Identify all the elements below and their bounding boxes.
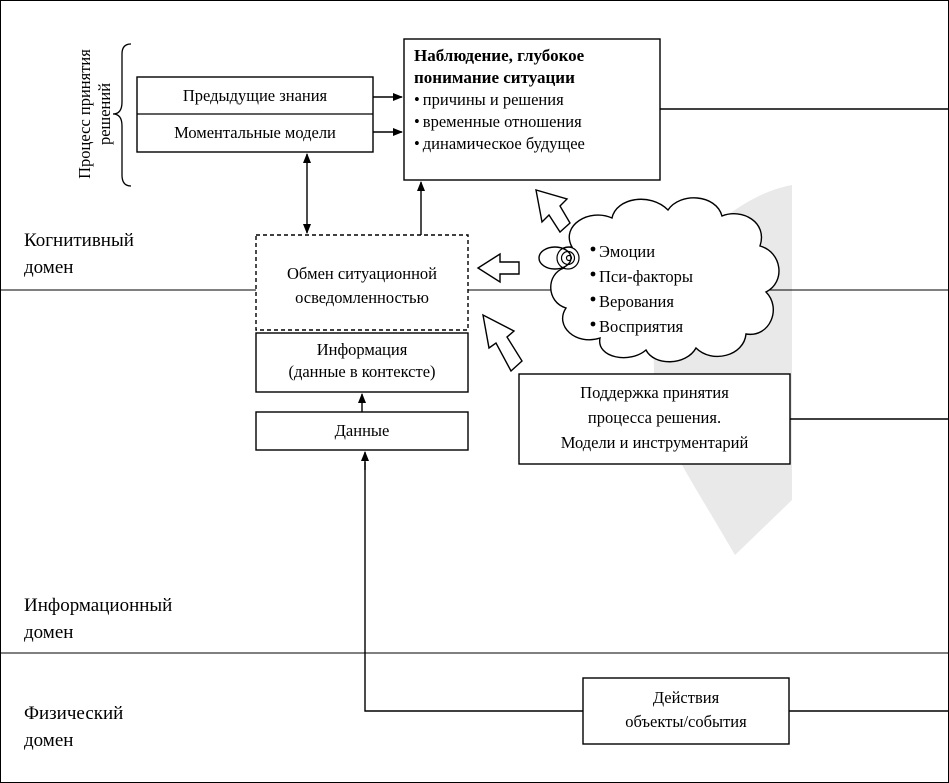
sa-exchange-label: Обмен ситуационной осведомленностью [286, 264, 438, 307]
cloud-item-psi-factors: Пси-факторы [599, 267, 693, 286]
data-label: Данные [334, 421, 390, 440]
physical-domain-label: Физический домен [24, 703, 124, 751]
actions-label: Действия объекты/события [625, 688, 747, 731]
actions-box [582, 677, 790, 745]
decision-support-label: Поддержка принятия процесса решения. Мод… [560, 383, 749, 452]
information-domain-label: Информационный домен [24, 595, 173, 643]
block-arrow-support-to-sa [482, 313, 523, 373]
block-arrow-cloud-to-observation [535, 189, 571, 234]
cognitive-domain-label: Когнитивный домен [24, 230, 134, 278]
cloud-bullets [590, 246, 596, 327]
line-actions-data [364, 462, 583, 712]
momentary-models-label: Моментальные модели [174, 123, 336, 142]
cloud-item-perceptions: Восприятия [599, 317, 684, 336]
cloud-shape [550, 197, 780, 363]
block-arrow-cloud-to-sa [476, 252, 520, 284]
observation-item: динамическое будущее [414, 133, 660, 155]
observation-item: временные отношения [414, 111, 660, 133]
information-box [255, 332, 469, 393]
prior-knowledge-label: Предыдущие знания [182, 86, 328, 105]
sa-exchange-box [255, 234, 469, 331]
cloud-item-beliefs: Верования [599, 292, 674, 311]
decision-process-label: Процесс принятия решений [75, 49, 114, 179]
observation-item: причины и решения [414, 89, 660, 111]
observation-title: Наблюдение, глубокое понимание ситуации [414, 46, 585, 87]
data-box [255, 411, 469, 451]
spiral-icon [556, 246, 580, 270]
decision-process-brace [112, 43, 132, 187]
information-label: Информация (данные в контексте) [288, 340, 436, 381]
cloud-item-emotions: Эмоции [599, 242, 656, 261]
observation-content: Наблюдение, глубокое понимание ситуации … [414, 45, 660, 155]
decision-support-box [518, 373, 791, 465]
